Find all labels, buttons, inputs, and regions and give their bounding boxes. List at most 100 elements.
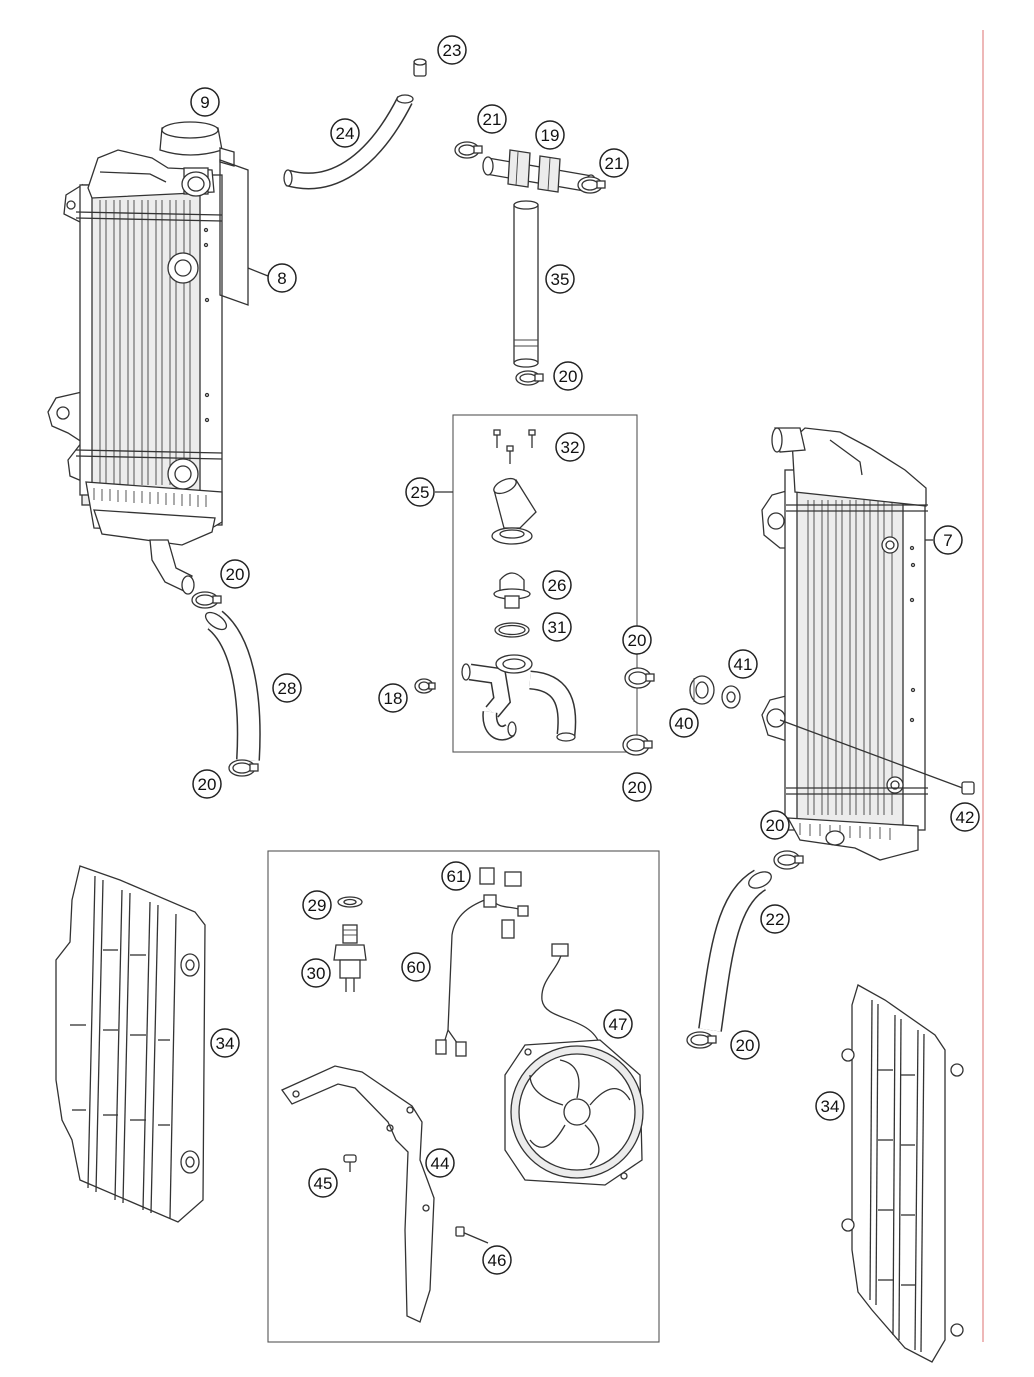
svg-text:21: 21 <box>483 110 502 129</box>
sealing-washer <box>337 896 363 908</box>
radiator-right <box>761 427 928 861</box>
svg-text:9: 9 <box>200 93 209 112</box>
callout-9: 9 <box>190 87 220 117</box>
svg-text:45: 45 <box>314 1174 333 1193</box>
svg-text:42: 42 <box>956 808 975 827</box>
callout-20-c: 20 <box>622 625 652 655</box>
svg-text:20: 20 <box>628 778 647 797</box>
callout-60: 60 <box>401 952 431 982</box>
svg-text:25: 25 <box>411 483 430 502</box>
cooling-fan <box>504 943 644 1186</box>
svg-text:19: 19 <box>541 126 560 145</box>
svg-text:20: 20 <box>628 631 647 650</box>
coolant-pipe <box>513 200 539 368</box>
callout-34-a: 34 <box>210 1028 240 1058</box>
callout-20-d: 20 <box>192 769 222 799</box>
callout-45: 45 <box>308 1168 338 1198</box>
callout-22: 22 <box>760 904 790 934</box>
hose-clamp <box>515 370 544 386</box>
hose-28 <box>204 610 261 761</box>
fan-bolt <box>455 1226 489 1244</box>
callout-26: 26 <box>542 570 572 600</box>
callout-41: 41 <box>728 649 758 679</box>
callout-21-b: 21 <box>599 148 629 178</box>
callout-32: 32 <box>555 432 585 462</box>
thermostat-housing <box>491 477 537 545</box>
svg-text:20: 20 <box>559 367 578 386</box>
radiator-left <box>47 149 223 595</box>
hose-24 <box>283 94 414 190</box>
rubber-grommet <box>689 675 715 705</box>
callout-61: 61 <box>441 861 471 891</box>
radiator-shroud-left <box>55 865 206 1223</box>
callout-29: 29 <box>302 890 332 920</box>
svg-text:20: 20 <box>198 775 217 794</box>
callout-28: 28 <box>272 673 302 703</box>
callout-31: 31 <box>542 612 572 642</box>
svg-text:31: 31 <box>548 618 567 637</box>
callout-46: 46 <box>482 1245 512 1275</box>
callout-25: 25 <box>405 477 435 507</box>
svg-text:20: 20 <box>226 565 245 584</box>
hose-clamp <box>577 176 606 194</box>
callout-44: 44 <box>425 1148 455 1178</box>
svg-text:46: 46 <box>488 1251 507 1270</box>
thermostat <box>493 572 531 609</box>
callout-18: 18 <box>378 683 408 713</box>
radiator-cap <box>159 121 235 167</box>
temperature-switch <box>333 924 367 992</box>
callout-24: 24 <box>330 118 360 148</box>
callout-19: 19 <box>535 120 565 150</box>
wiring-harness <box>435 894 529 1057</box>
svg-text:47: 47 <box>609 1015 628 1034</box>
svg-text:20: 20 <box>766 816 785 835</box>
callout-30: 30 <box>301 958 331 988</box>
svg-text:41: 41 <box>734 655 753 674</box>
callout-47: 47 <box>603 1009 633 1039</box>
svg-text:26: 26 <box>548 576 567 595</box>
hose-cap <box>413 58 427 77</box>
washer <box>721 685 741 709</box>
callout-20-a: 20 <box>553 361 583 391</box>
svg-text:7: 7 <box>943 531 952 550</box>
fan-bracket <box>281 1065 435 1323</box>
callout-8: 8 <box>267 263 297 293</box>
hose-clamp <box>414 678 436 694</box>
callout-20-b: 20 <box>220 559 250 589</box>
callout-23: 23 <box>437 35 467 65</box>
hose-clamp <box>773 850 804 870</box>
svg-text:22: 22 <box>766 910 785 929</box>
hose-clamp <box>686 1031 717 1049</box>
svg-text:20: 20 <box>736 1036 755 1055</box>
hose-connector <box>482 149 597 194</box>
svg-text:24: 24 <box>336 124 355 143</box>
svg-text:18: 18 <box>384 689 403 708</box>
svg-text:44: 44 <box>431 1154 450 1173</box>
hose-22 <box>698 869 772 1032</box>
svg-text:28: 28 <box>278 679 297 698</box>
hose-clamp <box>454 141 483 159</box>
svg-text:40: 40 <box>675 714 694 733</box>
hose-clamp <box>228 759 259 777</box>
callout-34-b: 34 <box>815 1091 845 1121</box>
svg-text:23: 23 <box>443 41 462 60</box>
svg-text:61: 61 <box>447 867 466 886</box>
thermostat-group-frame <box>452 414 638 753</box>
mounting-bolt <box>779 719 975 795</box>
callout-42: 42 <box>950 802 980 832</box>
wire-connectors <box>479 867 522 887</box>
svg-text:29: 29 <box>308 896 327 915</box>
svg-text:34: 34 <box>216 1034 235 1053</box>
radiator-shroud-right <box>841 984 964 1363</box>
svg-text:30: 30 <box>307 964 326 983</box>
fan-group-frame <box>267 850 660 1343</box>
svg-text:8: 8 <box>277 269 286 288</box>
hose-clamp <box>191 591 222 609</box>
svg-text:35: 35 <box>551 270 570 289</box>
hose-clamp <box>624 667 655 689</box>
svg-text:32: 32 <box>561 438 580 457</box>
callout-20-e: 20 <box>622 772 652 802</box>
o-ring <box>494 622 530 638</box>
callout-40: 40 <box>669 708 699 738</box>
